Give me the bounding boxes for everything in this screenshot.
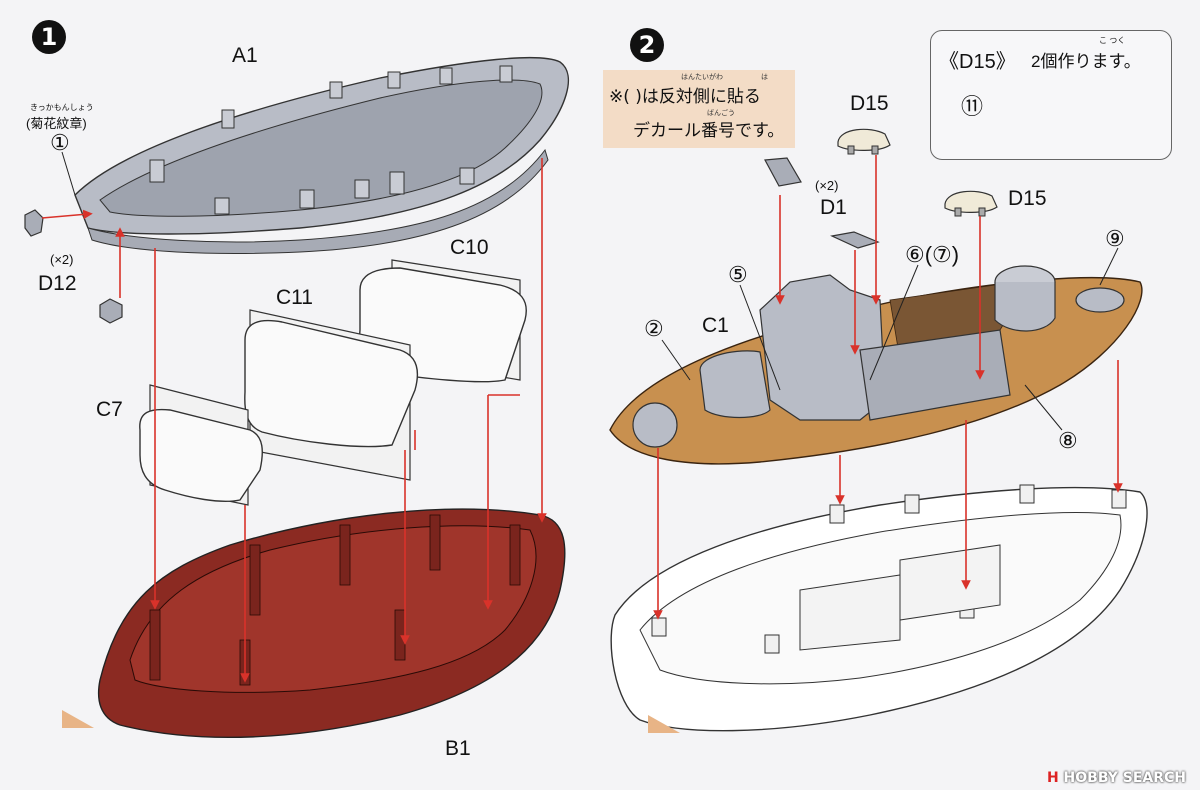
note-line-2: デカール番号です。	[633, 121, 785, 141]
label-chrysanthemum: (菊花紋章)	[26, 116, 87, 131]
note-ruby-bangou: ばんごう	[707, 109, 735, 117]
d15-inset-box: こ つく 《D15》 2個作ります。 ⑪	[930, 30, 1172, 160]
inset-decal-11: ⑪	[961, 94, 984, 119]
inset-part-name: 《D15》	[939, 51, 1016, 73]
label-d15-top: D15	[850, 92, 889, 115]
part-hull-white	[610, 484, 1148, 732]
label-a1: A1	[232, 44, 258, 67]
decal-note-box: はんたいがわ は ※( )は反対側に貼る ばんごう デカール番号です。	[603, 70, 795, 148]
decal-1: ①	[50, 130, 70, 155]
decal-9: ⑨	[1105, 226, 1125, 251]
part-c7	[139, 384, 263, 506]
watermark-text: HOBBY SEARCH	[1063, 770, 1186, 786]
inset-instruction: 2個作ります。	[1031, 52, 1141, 71]
decal-2: ②	[644, 316, 664, 341]
leader-lines	[61, 151, 1119, 431]
part-a1-deck	[74, 56, 570, 254]
part-d12-bottom	[99, 298, 123, 324]
label-d12-qty: (×2)	[50, 252, 74, 267]
step1-arrows	[41, 158, 547, 683]
label-d1: D1	[820, 196, 847, 219]
label-c1: C1	[702, 314, 729, 337]
step-1-badge: 1	[32, 20, 66, 54]
label-c10: C10	[450, 236, 489, 259]
corner-triangle-left	[62, 710, 94, 728]
step-2-badge: 2	[630, 28, 664, 62]
label-c7: C7	[96, 398, 123, 421]
part-c1-deck	[609, 265, 1143, 465]
decal-8: ⑧	[1058, 428, 1078, 453]
part-d1-top	[764, 157, 802, 187]
part-d15-top	[837, 128, 891, 155]
part-d15-right	[944, 190, 998, 217]
inset-ruby: こ つく	[1099, 36, 1126, 45]
hobby-search-watermark: H HOBBY SEARCH	[1047, 770, 1186, 786]
note-ruby-hantaigawa: はんたいがわ	[681, 73, 723, 81]
note-line-1: ※( )は反対側に貼る	[609, 87, 761, 107]
note-ruby-ha: は	[761, 73, 768, 81]
label-d12: D12	[38, 272, 77, 295]
label-d1-qty: (×2)	[815, 178, 839, 193]
step2-arrows	[653, 155, 1123, 620]
part-b1-hull	[97, 508, 566, 739]
label-b1: B1	[445, 737, 471, 760]
label-c11: C11	[276, 286, 313, 309]
decal-6-7: ⑥(⑦)	[905, 242, 960, 267]
part-d12-left	[24, 209, 44, 237]
hobby-search-logo-icon: H	[1046, 770, 1059, 786]
part-c11	[244, 309, 418, 481]
decal-5: ⑤	[728, 262, 748, 287]
label-d15-right: D15	[1008, 187, 1047, 210]
part-d1-mid	[830, 231, 880, 249]
corner-triangle-right	[648, 715, 680, 733]
chrysanthemum-ruby: きっかもんしょう	[30, 103, 94, 112]
